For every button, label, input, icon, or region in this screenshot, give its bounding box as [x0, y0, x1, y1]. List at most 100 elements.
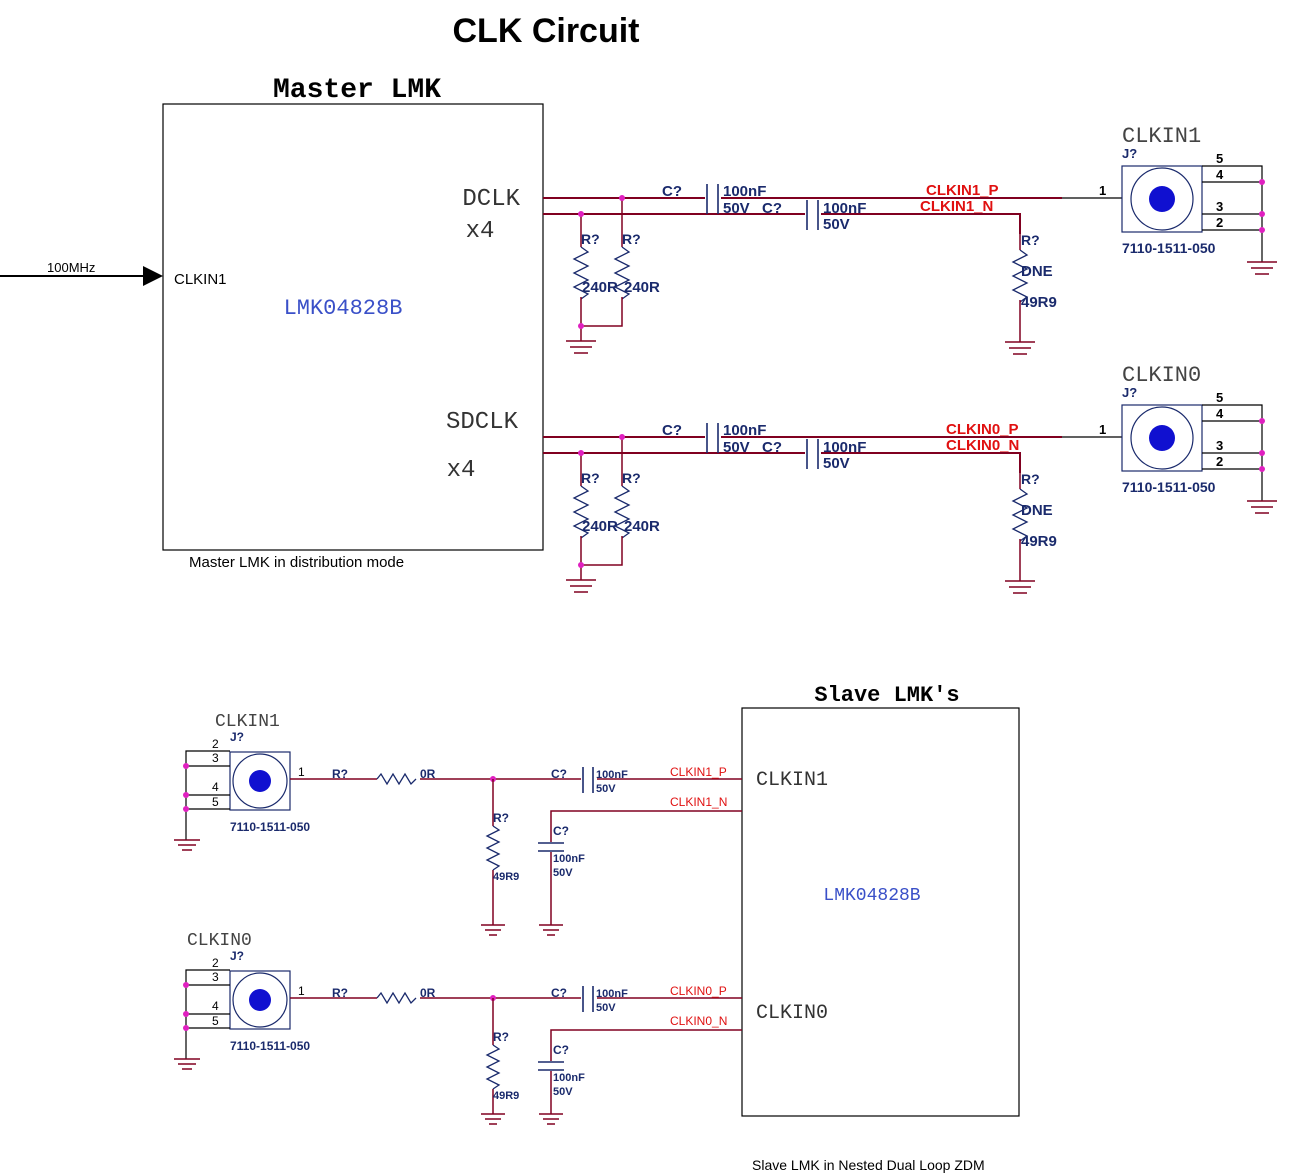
connector-name: CLKIN1	[1122, 124, 1201, 149]
rt-value: 49R9	[493, 871, 519, 883]
cap-p-voltage: 50V	[723, 200, 750, 217]
cap-n-voltage: 50V	[823, 455, 850, 472]
connector-name: CLKIN1	[215, 712, 280, 732]
r2-value: 240R	[624, 518, 660, 535]
ct-voltage: 50V	[553, 1086, 573, 1098]
cap-p	[706, 423, 719, 453]
pin-3: 3	[1216, 438, 1223, 453]
pulldown-resistor-1	[572, 485, 590, 539]
ct-voltage: 50V	[553, 867, 573, 879]
pin-5: 5	[1216, 151, 1223, 166]
page-title: CLK Circuit	[453, 12, 640, 50]
net-p-label: CLKIN0_P	[946, 421, 1019, 438]
net-n-label: CLKIN0_N	[670, 1014, 727, 1028]
connector-part: 7110-1511-050	[1122, 479, 1216, 495]
r1-ref: R?	[581, 231, 600, 247]
slave-pin-clkin0: CLKIN0	[756, 1002, 828, 1025]
input-frequency: 100MHz	[47, 260, 95, 275]
cs-voltage: 50V	[596, 1002, 616, 1014]
sma-connector	[229, 751, 291, 811]
pin-2: 2	[212, 737, 219, 751]
cap-n-value: 100nF	[823, 439, 866, 456]
net-p-label: CLKIN1_P	[926, 182, 999, 199]
rs-ref: R?	[332, 767, 348, 781]
master-lmk-block: Master LMK LMK04828B CLKIN1 100MHz DCLK …	[0, 75, 544, 571]
slave-channel-clkin1: CLKIN1 J? 2 3 4 5 1 7110-1511-050 R? 0R …	[174, 712, 742, 936]
connector-part: 7110-1511-050	[230, 820, 310, 834]
pin-5: 5	[212, 1014, 219, 1028]
slave-channel-clkin0: CLKIN0 J? 2 3 4 5 1 7110-1511-050 R? 0R …	[174, 931, 742, 1125]
ct-ref: C?	[553, 824, 569, 838]
ct-value: 100nF	[553, 1072, 585, 1084]
net-p-label: CLKIN1_P	[670, 765, 727, 779]
pin-1: 1	[298, 984, 305, 998]
rt-dne: DNE	[1021, 263, 1053, 280]
rt-value: 49R9	[493, 1090, 519, 1102]
sdclk-multiplier: x4	[447, 457, 476, 484]
cap-p	[706, 184, 719, 214]
cap-n-voltage: 50V	[823, 216, 850, 233]
pin-4: 4	[212, 780, 219, 794]
connector-ref: J?	[1122, 146, 1137, 161]
pin-2: 2	[1216, 215, 1223, 230]
pin-1: 1	[1099, 422, 1106, 437]
rt-ref: R?	[1021, 471, 1040, 487]
pin-3: 3	[212, 970, 219, 984]
sma-connector	[1121, 165, 1203, 233]
pin-2: 2	[1216, 454, 1223, 469]
cap-n	[806, 200, 819, 230]
termination-resistor	[1011, 249, 1029, 303]
master-chip-box	[162, 103, 544, 551]
cap-n-ref: C?	[762, 200, 782, 217]
net-n-label: CLKIN1_N	[920, 198, 993, 215]
cs-ref: C?	[551, 767, 567, 781]
slave-lmk-block: Slave LMK's LMK04828B CLKIN1 CLKIN0 Slav…	[741, 683, 1020, 1173]
ct-ref: C?	[553, 1043, 569, 1057]
sma-connector	[1121, 404, 1203, 472]
connector-ref: J?	[230, 730, 244, 744]
dclk-multiplier: x4	[466, 218, 495, 245]
net-n-label: CLKIN0_N	[946, 437, 1019, 454]
pin-4: 4	[212, 999, 219, 1013]
sdclk-label: SDCLK	[446, 409, 519, 436]
connector-part: 7110-1511-050	[1122, 240, 1216, 256]
connector-part: 7110-1511-050	[230, 1039, 310, 1053]
pulldown-resistor-2	[613, 485, 631, 539]
cap-n-value: 100nF	[823, 200, 866, 217]
rt-ref: R?	[1021, 232, 1040, 248]
cs-ref: C?	[551, 986, 567, 1000]
cap-p-ref: C?	[662, 422, 682, 439]
cs-voltage: 50V	[596, 783, 616, 795]
master-heading: Master LMK	[273, 75, 441, 106]
connector-name: CLKIN0	[187, 931, 252, 951]
r1-value: 240R	[582, 279, 618, 296]
cap-p-value: 100nF	[723, 422, 766, 439]
pin-4: 4	[1216, 167, 1224, 182]
rs-value: 0R	[420, 767, 436, 781]
r2-value: 240R	[624, 279, 660, 296]
slave-heading: Slave LMK's	[814, 683, 959, 708]
series-resistor	[376, 772, 417, 786]
rt-value: 49R9	[1021, 294, 1057, 311]
net-n-label: CLKIN1_N	[670, 795, 727, 809]
ct-value: 100nF	[553, 853, 585, 865]
master-input-pin: CLKIN1	[174, 271, 227, 288]
cs-value: 100nF	[596, 988, 628, 1000]
cs-value: 100nF	[596, 769, 628, 781]
slave-pin-clkin1: CLKIN1	[756, 769, 828, 792]
pin-1: 1	[298, 765, 305, 779]
cap-p-voltage: 50V	[723, 439, 750, 456]
cap-p-ref: C?	[662, 183, 682, 200]
master-channel-clkin1: C? 100nF 50V C? 100nF 50V CLKIN1_P CLKIN…	[543, 124, 1277, 355]
termination-resistor	[1011, 488, 1029, 542]
rt-ref: R?	[493, 811, 509, 825]
master-caption: Master LMK in distribution mode	[189, 554, 404, 571]
cap-p-value: 100nF	[723, 183, 766, 200]
pulldown-resistor-2	[613, 246, 631, 300]
rt-dne: DNE	[1021, 502, 1053, 519]
termination-resistor	[485, 825, 501, 871]
master-chip-name: LMK04828B	[284, 296, 403, 321]
master-channel-clkin0: C? 100nF 50V C? 100nF 50V CLKIN0_P CLKIN…	[543, 363, 1277, 594]
r2-ref: R?	[622, 470, 641, 486]
